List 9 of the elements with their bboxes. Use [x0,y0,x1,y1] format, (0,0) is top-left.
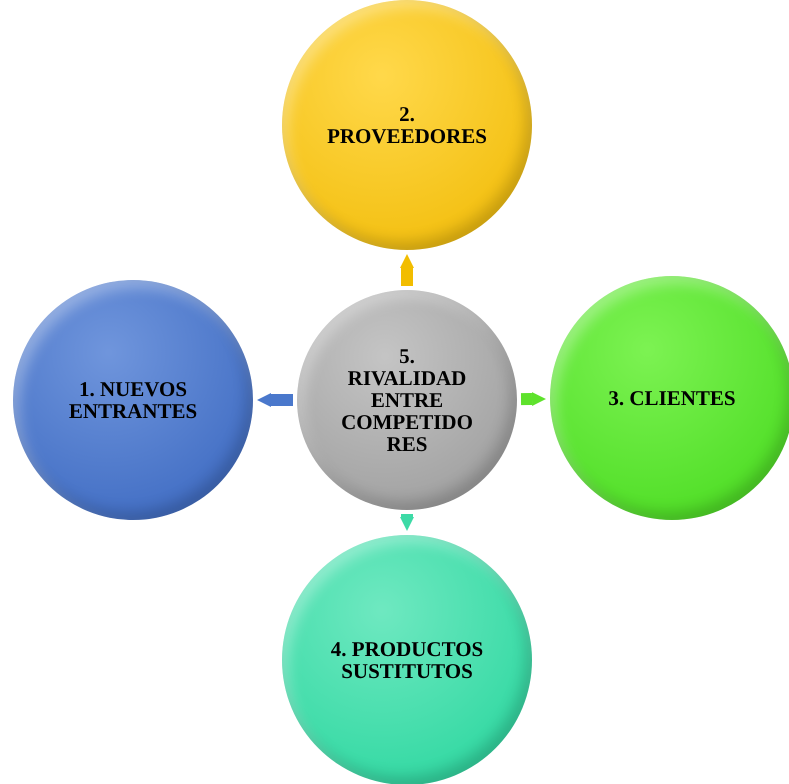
node-label: 2. PROVEEDORES [326,103,488,147]
node-label: 5. RIVALIDAD ENTRE COMPETIDORES [341,345,473,455]
block-arrow [400,514,414,531]
block-arrow [257,393,293,407]
block-arrow [400,254,414,286]
block-arrow [520,392,546,406]
node-label: 3. CLIENTES [607,387,737,409]
node-label: 1. NUEVOS ENTRANTES [68,378,198,422]
node-label: 4. PRODUCTOS SUSTITUTOS [330,638,484,682]
